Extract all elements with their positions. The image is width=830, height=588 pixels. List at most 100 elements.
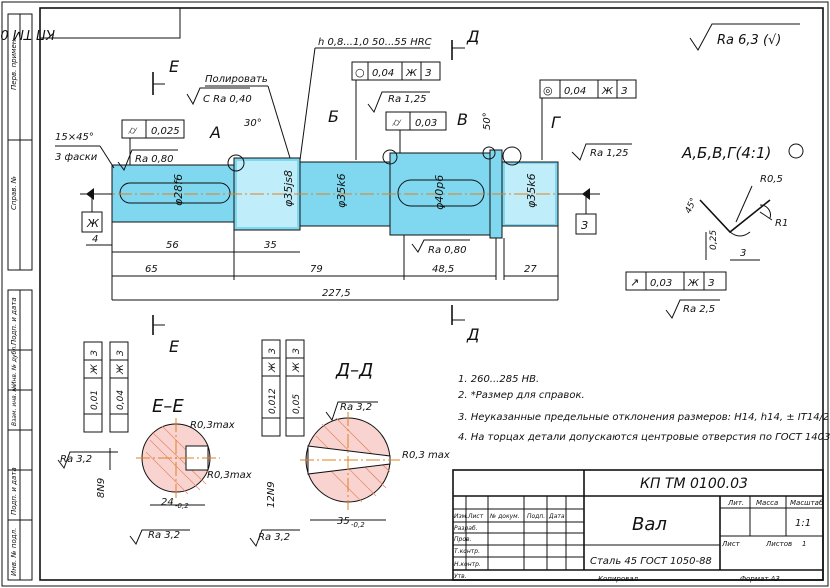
drawing-label: -0,2 xyxy=(351,521,365,529)
drawing-label: 4 xyxy=(92,234,98,245)
angle-30: 30° xyxy=(244,118,262,129)
drawing-label: Ж xyxy=(687,278,700,289)
roughness-marks: Ra 0,80 Ra 1,25 Ra 1,25 Ra 0,80 xyxy=(117,91,632,256)
section-d: Д–Д R0,3 max Ra 3,2 35 -0,2 Ra 3,2 12N9 … xyxy=(249,339,450,548)
shaft-main-view xyxy=(96,146,575,300)
drawing-label: Изм. xyxy=(454,513,468,520)
drawing-label: 1 xyxy=(802,540,806,548)
drawing-label: Ж xyxy=(90,364,100,375)
drawing-label: Ra 3,2 xyxy=(148,530,180,541)
detail-b: Б xyxy=(328,107,339,126)
drawing-label: 0,03 xyxy=(415,118,437,129)
dimensions: 4 56 35 65 79 48,5 27 227,5 xyxy=(86,230,558,301)
section-mark-d-top: Д xyxy=(451,27,480,60)
keyway-1 xyxy=(119,182,231,204)
drawing-label: 227,5 xyxy=(322,288,351,299)
drawing-label: ↗ xyxy=(630,276,639,289)
drawing-line xyxy=(625,271,727,291)
datum-z-label: З xyxy=(581,219,588,232)
drawing-line xyxy=(729,231,751,237)
drawing-label: З xyxy=(116,350,126,356)
drawing-label: 79 xyxy=(310,264,323,275)
drawing-label: Е xyxy=(169,57,180,76)
drawing-label: 0,04 xyxy=(372,68,394,79)
drawing-label: 3. Неуказанные предельные отклонения раз… xyxy=(458,412,830,423)
stamp-text: Взам. инв. № xyxy=(11,385,18,426)
drawing-label: Подп. xyxy=(527,513,545,520)
drawing-frame xyxy=(39,7,824,581)
drawing-line xyxy=(325,401,378,422)
drawing-line xyxy=(299,47,316,161)
drawing-label: Лит. xyxy=(727,499,744,507)
tol-frame-5: ↗ 0,03 Ж З Ra 2,5 xyxy=(625,271,727,319)
drawing-label: R0,3max xyxy=(207,470,252,481)
dia-3: φ35k6 xyxy=(335,173,348,208)
drawing-label: Ra 1,25 xyxy=(590,148,629,159)
drawing-label: З xyxy=(708,278,715,289)
drawing-label: Д xyxy=(466,325,480,344)
detail-circle-a xyxy=(227,154,245,172)
drawing-line xyxy=(57,451,118,470)
drawing-line xyxy=(81,211,103,233)
drawing-label: 1:1 xyxy=(795,518,811,529)
rotated-designation: КП ТМ 0100.03 xyxy=(0,7,181,41)
chamfer-note: 15×45° 3 фаски xyxy=(55,132,115,169)
drawing-label: R1 xyxy=(775,218,788,229)
drawing-line xyxy=(367,91,430,114)
side-stamp: Перв. примен. Справ. № Подп. и дата Инв.… xyxy=(7,13,33,581)
detail-view: А,Б,В,Г(4:1) R0,5 R1 45° 0,25 3 xyxy=(681,143,804,261)
general-roughness-text: Ra 6,3 (√) xyxy=(717,33,781,48)
drawing-label: Ж xyxy=(405,68,418,79)
drawing-label: Утв. xyxy=(454,573,467,580)
drawing-label: R0,3 max xyxy=(402,450,450,461)
drawing-line xyxy=(39,7,181,39)
drawing-label: ⌭ xyxy=(128,124,138,137)
drawing-label: 1. 260...285 HB. xyxy=(458,374,539,385)
drawing-line xyxy=(145,451,189,495)
drawing-line xyxy=(121,119,185,139)
drawing-label: З xyxy=(90,350,100,356)
drawing-label: h 0,8...1,0 50...55 HRC xyxy=(318,37,432,48)
angle-50: 50° xyxy=(482,112,493,130)
drawing-label: Ra 2,5 xyxy=(683,304,715,315)
hardness-note: h 0,8...1,0 50...55 HRC xyxy=(299,37,432,161)
title-material: Сталь 45 ГОСТ 1050-88 xyxy=(590,556,712,567)
drawing-label: R0,5 xyxy=(760,174,783,185)
detail-circle-g xyxy=(502,146,522,166)
drawing-label: Е xyxy=(169,337,180,356)
stamp-text: Подп. и дата xyxy=(10,467,18,515)
drawing-line xyxy=(267,85,291,159)
drawing-line xyxy=(539,79,637,99)
drawing-line xyxy=(575,213,597,235)
drawing-label: 0,03 xyxy=(650,278,672,289)
drawing-label: Д xyxy=(466,27,480,46)
drawing-label: 15×45° xyxy=(55,132,94,143)
tol-frame-2: ◎ 0,04 Ж З xyxy=(539,79,637,160)
drawing-label: 45° xyxy=(684,197,700,216)
drawing-line xyxy=(351,61,441,81)
drawing-line xyxy=(285,339,305,437)
drawing-line xyxy=(261,339,281,437)
drawing-label: 56 xyxy=(166,240,179,251)
title-designation: КП ТМ 0100.03 xyxy=(640,476,748,492)
drawing-line xyxy=(452,469,824,581)
drawing-label: C Ra 0,40 xyxy=(203,94,252,105)
drawing-label: -0,2 xyxy=(175,502,189,510)
drawing-label: 24 xyxy=(161,497,174,508)
detail-a: А xyxy=(209,123,221,142)
drawing-label: З xyxy=(292,348,302,354)
datum-zh-label: Ж xyxy=(86,217,100,230)
drawing-line xyxy=(453,496,584,570)
drawing-label: Ra 3,2 xyxy=(60,454,92,465)
detail-circle-v xyxy=(482,146,496,160)
tol-frame-4: ⌭ 0,03 xyxy=(385,111,447,153)
detail-view-title: А,Б,В,Г(4:1) xyxy=(681,144,771,162)
drawing-line xyxy=(83,341,103,433)
title-part-name: Вал xyxy=(632,514,667,535)
drawing-line xyxy=(788,143,804,159)
drawing-line xyxy=(86,188,94,200)
drawing-label: Копировал xyxy=(598,575,639,583)
section-e-title: Е–Е xyxy=(152,396,184,417)
section-mark-e-top: Е xyxy=(152,57,180,95)
